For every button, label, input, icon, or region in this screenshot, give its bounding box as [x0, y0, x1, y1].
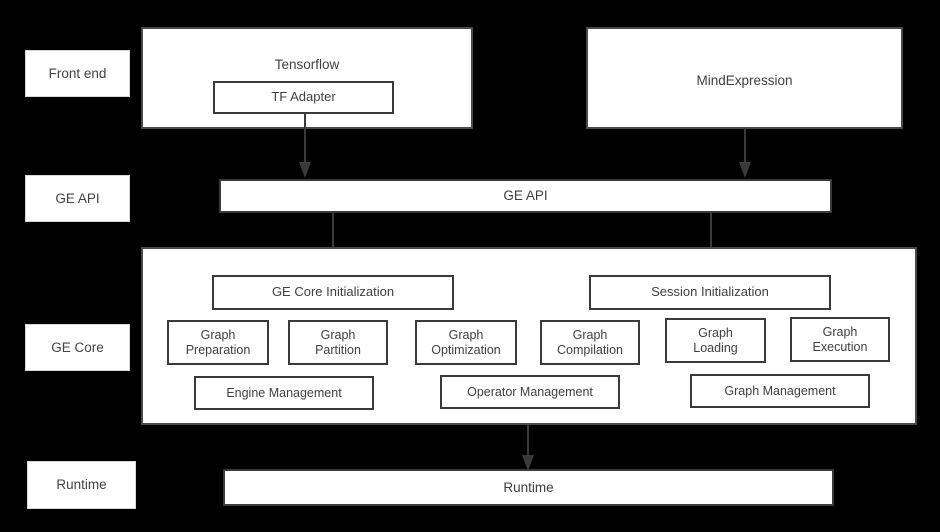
session-initialization-label: Session Initialization — [651, 284, 769, 300]
graph-management-box: Graph Management — [690, 374, 870, 408]
graph-compilation-label: Graph Compilation — [556, 328, 623, 357]
layer-label-ge-api-text: GE API — [55, 190, 100, 206]
engine-management-label: Engine Management — [226, 385, 342, 400]
graph-loading-label: Graph Loading — [693, 326, 738, 355]
layer-label-runtime-text: Runtime — [56, 477, 107, 493]
runtime-bar-label: Runtime — [503, 479, 554, 495]
layer-label-front-end-text: Front end — [48, 65, 107, 81]
graph-partition-label: Graph Partition — [315, 328, 361, 357]
graph-optimization-label: Graph Optimization — [431, 328, 501, 357]
mindexpression-group: MindExpression — [586, 27, 903, 129]
graph-optimization-box: Graph Optimization — [415, 320, 517, 365]
layer-label-ge-core-text: GE Core — [51, 339, 104, 355]
arrow-mindexpression-to-ge-api — [736, 128, 754, 180]
session-initialization-box: Session Initialization — [589, 275, 831, 310]
ge-api-bar: GE API — [219, 179, 832, 213]
tf-adapter-label: TF Adapter — [271, 89, 336, 105]
graph-management-label: Graph Management — [724, 383, 836, 398]
operator-management-label: Operator Management — [467, 384, 593, 399]
graph-execution-label: Graph Execution — [812, 325, 868, 354]
layer-label-runtime: Runtime — [27, 461, 136, 509]
layer-label-ge-core: GE Core — [25, 324, 130, 371]
runtime-bar: Runtime — [223, 469, 834, 506]
graph-compilation-box: Graph Compilation — [540, 320, 640, 365]
tf-adapter-box: TF Adapter — [213, 81, 394, 114]
operator-management-box: Operator Management — [440, 375, 620, 409]
graph-preparation-label: Graph Preparation — [185, 328, 251, 357]
ge-core-initialization-label: GE Core Initialization — [271, 284, 395, 300]
graph-execution-box: Graph Execution — [790, 317, 890, 362]
arrow-ge-core-to-runtime — [519, 425, 537, 473]
graph-preparation-box: Graph Preparation — [167, 320, 269, 365]
engine-management-box: Engine Management — [194, 376, 374, 410]
graph-loading-box: Graph Loading — [665, 318, 766, 363]
mindexpression-title: MindExpression — [696, 73, 793, 88]
ge-core-initialization-box: GE Core Initialization — [212, 275, 454, 310]
graph-partition-box: Graph Partition — [288, 320, 388, 365]
arrow-tf-adapter-to-ge-api — [296, 114, 314, 180]
layer-label-front-end: Front end — [25, 50, 130, 97]
tensorflow-title: Tensorflow — [274, 57, 340, 72]
layer-label-ge-api: GE API — [25, 175, 130, 222]
ge-api-bar-label: GE API — [503, 188, 548, 204]
